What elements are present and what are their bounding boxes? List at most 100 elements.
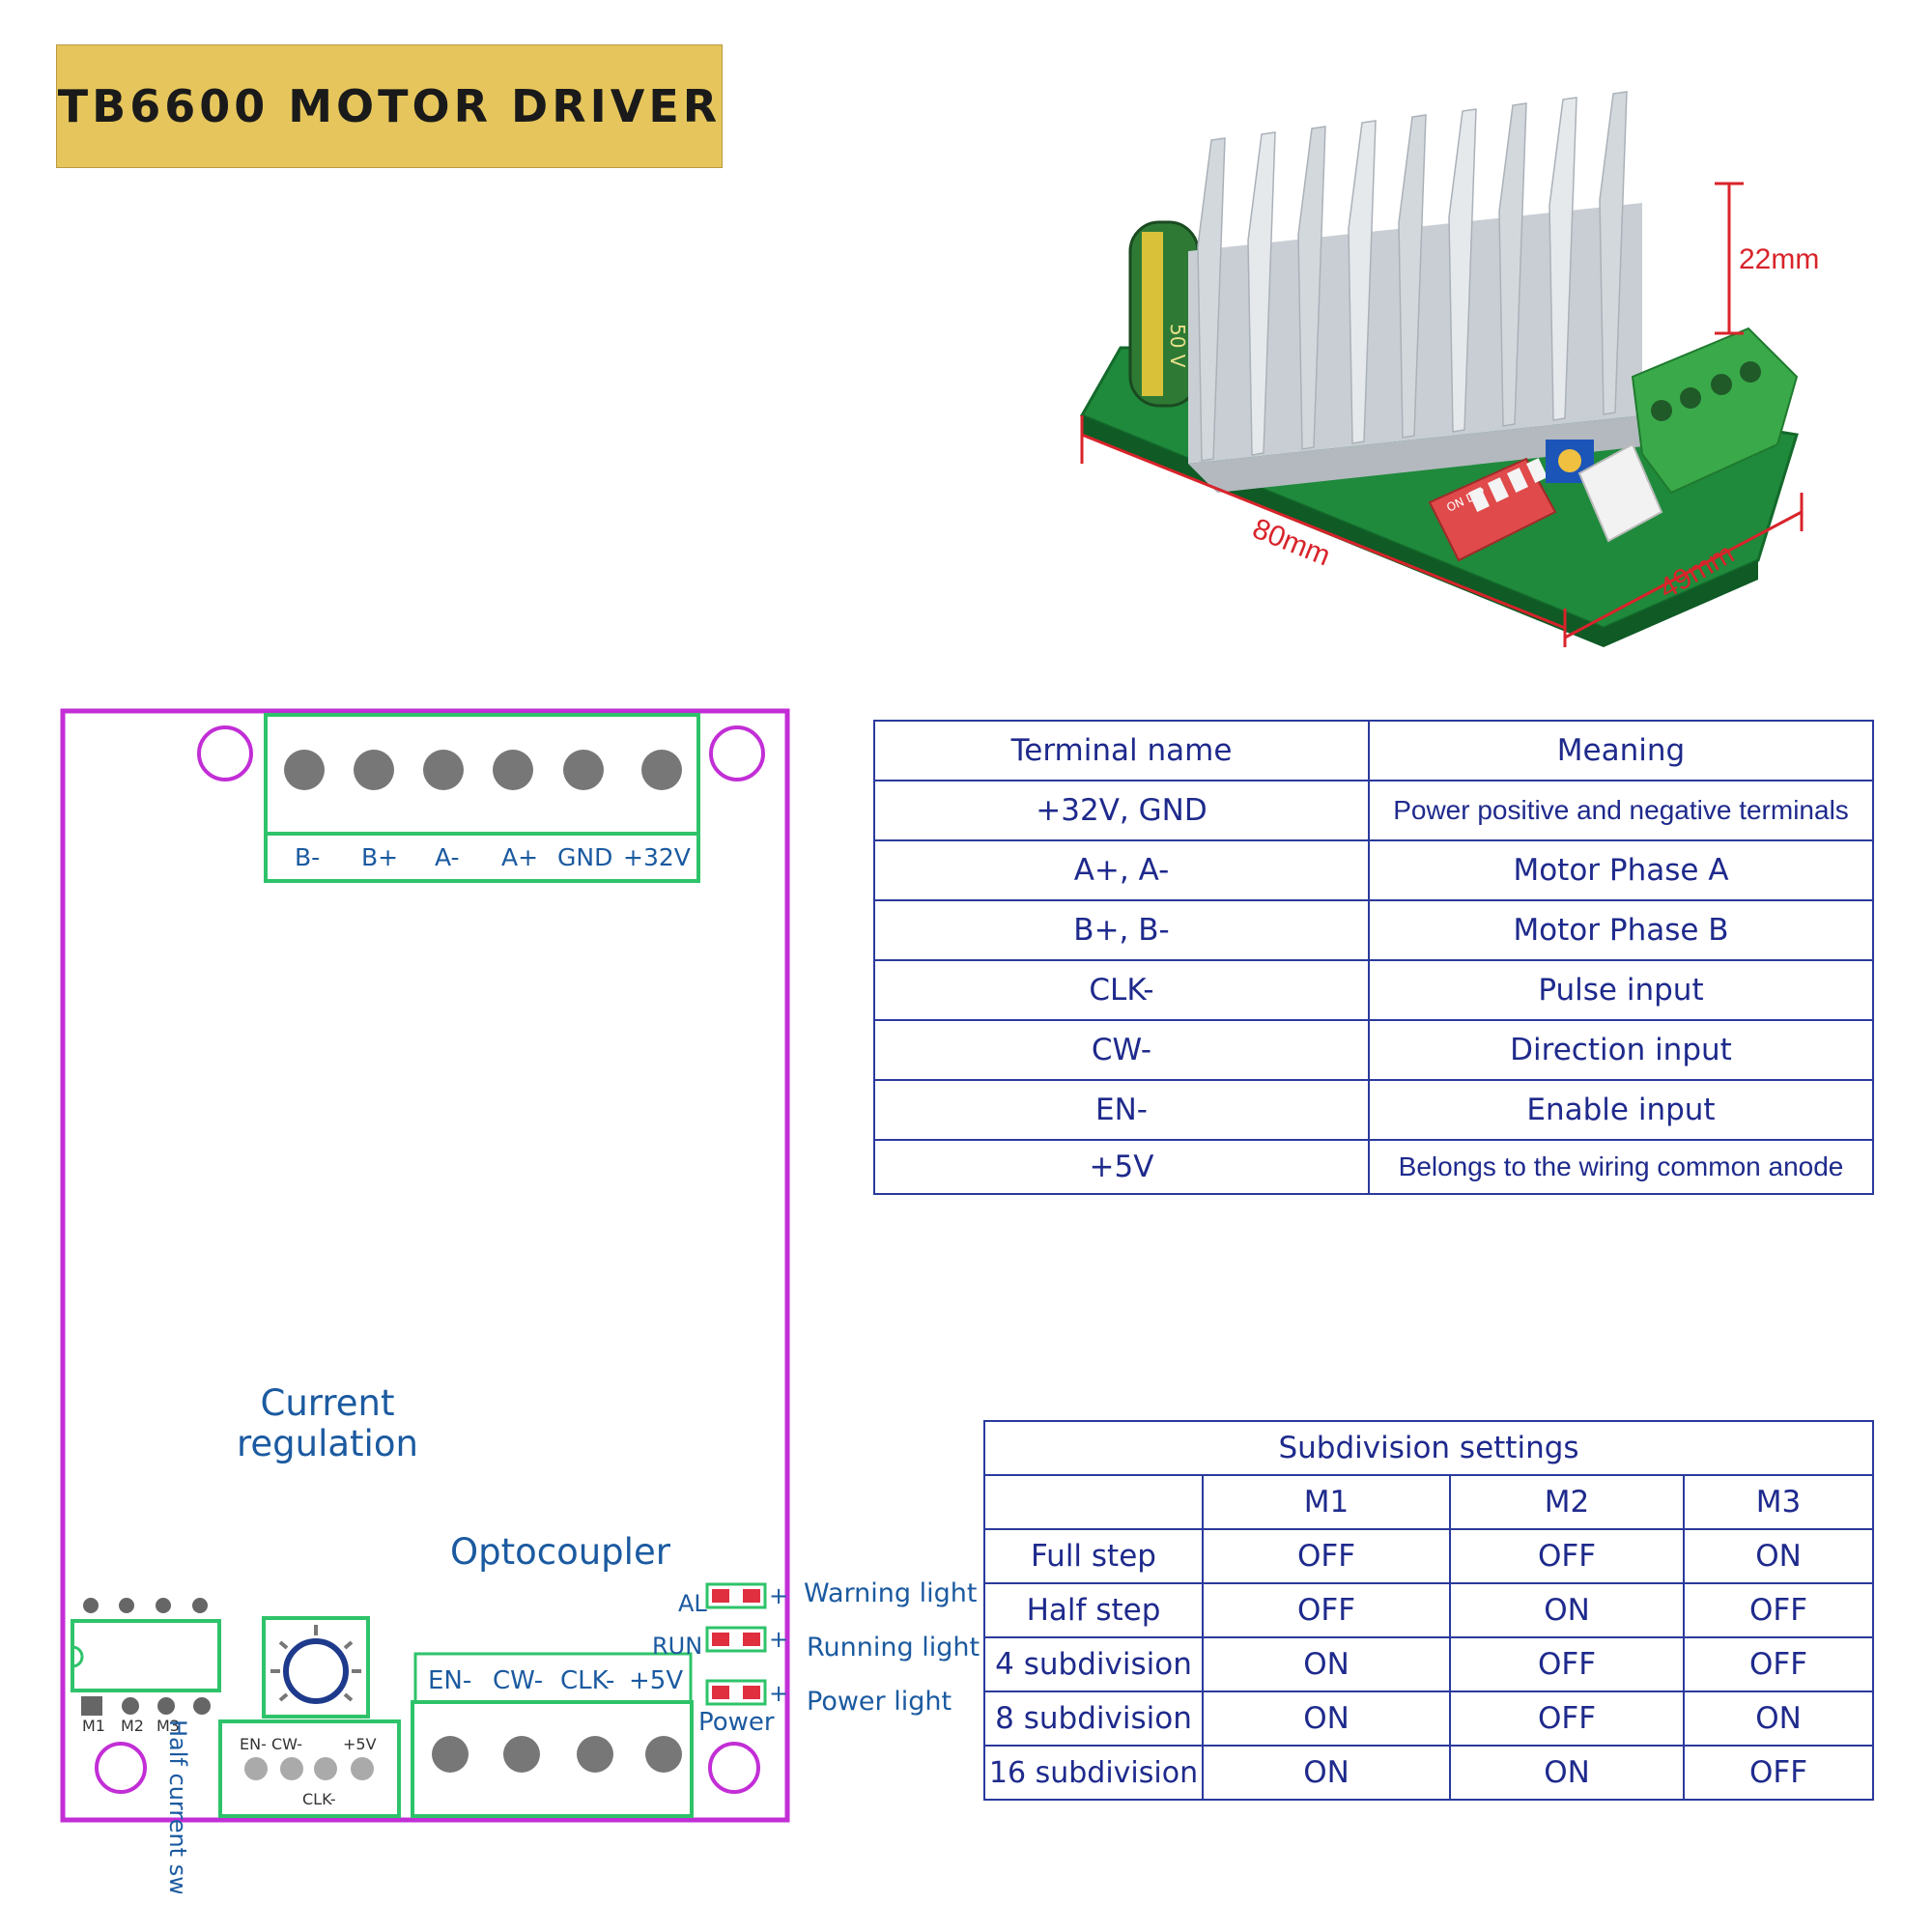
value-cell: ON <box>1202 1745 1451 1801</box>
power-terminal-labels: B- B+ A- A+ GND +32V <box>295 843 691 871</box>
table-row: +5V Belongs to the wiring common anode <box>873 1139 1874 1195</box>
heatsink-fin <box>1599 91 1628 415</box>
value-cell: OFF <box>1202 1528 1451 1584</box>
switch-labels: M1 M2 M3 <box>82 1717 180 1735</box>
board-outline <box>60 708 790 1823</box>
value-cell: OFF <box>1683 1745 1874 1801</box>
value-cell: ON <box>1449 1582 1685 1638</box>
meaning-cell: Motor Phase B <box>1368 899 1874 961</box>
led-power <box>705 1679 767 1706</box>
terminal-block-icon <box>1631 327 1799 495</box>
svg-text:+32V: +32V <box>623 843 691 871</box>
mount-hole-bottom-right <box>708 1742 760 1794</box>
subdivision-header: M1 M2 M3 <box>983 1474 1874 1530</box>
value-cell: ON <box>1449 1745 1685 1801</box>
svg-text:M1: M1 <box>82 1717 105 1735</box>
column-header <box>983 1474 1204 1530</box>
terminal-cell: B+, B- <box>873 899 1370 961</box>
table-row: Half step OFF ON OFF <box>983 1582 1874 1638</box>
meaning-cell: Direction input <box>1368 1019 1874 1081</box>
led-warning <box>705 1582 767 1609</box>
meaning-cell: Motor Phase A <box>1368 839 1874 901</box>
value-cell: OFF <box>1683 1582 1874 1638</box>
value-cell: OFF <box>1683 1636 1874 1692</box>
table-row: +32V, GND Power positive and negative te… <box>873 780 1874 841</box>
page-title: TB6600 MOTOR DRIVER <box>57 80 722 132</box>
table-row: EN- Enable input <box>873 1079 1874 1141</box>
pot-outline <box>262 1616 370 1719</box>
warning-light-label: Warning light <box>804 1578 978 1608</box>
meaning-cell: Belongs to the wiring common anode <box>1368 1139 1874 1195</box>
column-header-m3: M3 <box>1683 1474 1874 1530</box>
heatsink-fin <box>1197 137 1226 462</box>
dimension-height: 22mm <box>1739 243 1820 275</box>
terminal-cell: +32V, GND <box>873 780 1370 841</box>
svg-text:GND: GND <box>557 843 612 871</box>
svg-text:50 V: 50 V <box>1166 324 1189 368</box>
meaning-cell: Pulse input <box>1368 959 1874 1021</box>
svg-text:B+: B+ <box>361 843 398 871</box>
table-row: Full step OFF OFF ON <box>983 1528 1874 1584</box>
title-banner: TB6600 MOTOR DRIVER <box>56 44 723 168</box>
mode-cell: 8 subdivision <box>983 1690 1204 1747</box>
led-tag-al: AL <box>678 1590 707 1617</box>
terminal-cell: +5V <box>873 1139 1370 1195</box>
terminal-cell: EN- <box>873 1079 1370 1141</box>
header-terminal-name: Terminal name <box>873 720 1370 781</box>
mount-hole-top-left <box>197 725 253 781</box>
heatsink-fin <box>1247 131 1276 456</box>
subdivision-table: Subdivision settings M1 M2 M3 Full step … <box>983 1420 1874 1801</box>
signal-terminal-block <box>411 1700 694 1818</box>
svg-text:B-: B- <box>295 843 320 871</box>
terminal-cell: CW- <box>873 1019 1370 1081</box>
svg-text:EN- CW-: EN- CW- <box>240 1735 302 1753</box>
current-regulation-label: Current regulation <box>237 1382 418 1464</box>
header-meaning: Meaning <box>1368 720 1874 781</box>
potentiometer-icon <box>1546 440 1594 483</box>
product-photo: 50 V ON DIP <box>1079 91 1804 647</box>
optocoupler-label: Optocoupler <box>450 1531 670 1573</box>
dip-switch-diagram <box>81 1598 211 1716</box>
svg-text:+: + <box>769 1680 788 1707</box>
svg-text:EN-: EN- <box>428 1666 471 1695</box>
terminal-table: Terminal name Meaning +32V, GND Power po… <box>873 720 1874 1195</box>
table-row: 4 subdivision ON OFF OFF <box>983 1636 1874 1692</box>
svg-text:+: + <box>769 1626 788 1653</box>
led-running <box>705 1626 767 1653</box>
heatsink-icon <box>1188 91 1662 493</box>
svg-text:M2: M2 <box>121 1717 144 1735</box>
dimension-lines <box>1080 182 1804 647</box>
led-tag-run: RUN <box>652 1633 703 1660</box>
column-header-m2: M2 <box>1449 1474 1685 1530</box>
table-row: 8 subdivision ON OFF ON <box>983 1690 1874 1747</box>
column-header-m1: M1 <box>1202 1474 1451 1530</box>
svg-text:CLK-: CLK- <box>560 1666 614 1695</box>
value-cell: OFF <box>1449 1636 1685 1692</box>
dip-switch-body <box>71 1619 221 1692</box>
terminal-cell: A+, A- <box>873 839 1370 901</box>
power-terminal-pins <box>284 750 682 790</box>
heatsink-fin <box>1498 102 1527 427</box>
table-row: CLK- Pulse input <box>873 959 1874 1021</box>
power-light-label: Power light <box>807 1687 952 1717</box>
heatsink-fin <box>1548 97 1577 421</box>
mount-hole-bottom-left <box>95 1742 147 1794</box>
terminal-cell: CLK- <box>873 959 1370 1021</box>
value-cell: ON <box>1683 1690 1874 1747</box>
svg-text:M3: M3 <box>156 1717 180 1735</box>
svg-text:CLK-: CLK- <box>302 1790 336 1808</box>
potentiometer-diagram-icon <box>270 1625 361 1702</box>
value-cell: OFF <box>1202 1582 1451 1638</box>
meaning-cell: Power positive and negative terminals <box>1368 780 1874 841</box>
capacitor-icon: 50 V <box>1128 220 1200 408</box>
table-row: 16 subdivision ON ON OFF <box>983 1745 1874 1801</box>
mode-cell: Full step <box>983 1528 1204 1584</box>
value-cell: OFF <box>1449 1690 1685 1747</box>
svg-text:A-: A- <box>435 843 460 871</box>
heatsink-fin <box>1297 126 1326 450</box>
small-connector <box>218 1719 401 1818</box>
value-cell: ON <box>1683 1528 1874 1584</box>
power-terminal-block <box>264 713 700 883</box>
table-row: B+, B- Motor Phase B <box>873 899 1874 961</box>
mode-cell: 16 subdivision <box>983 1745 1204 1801</box>
